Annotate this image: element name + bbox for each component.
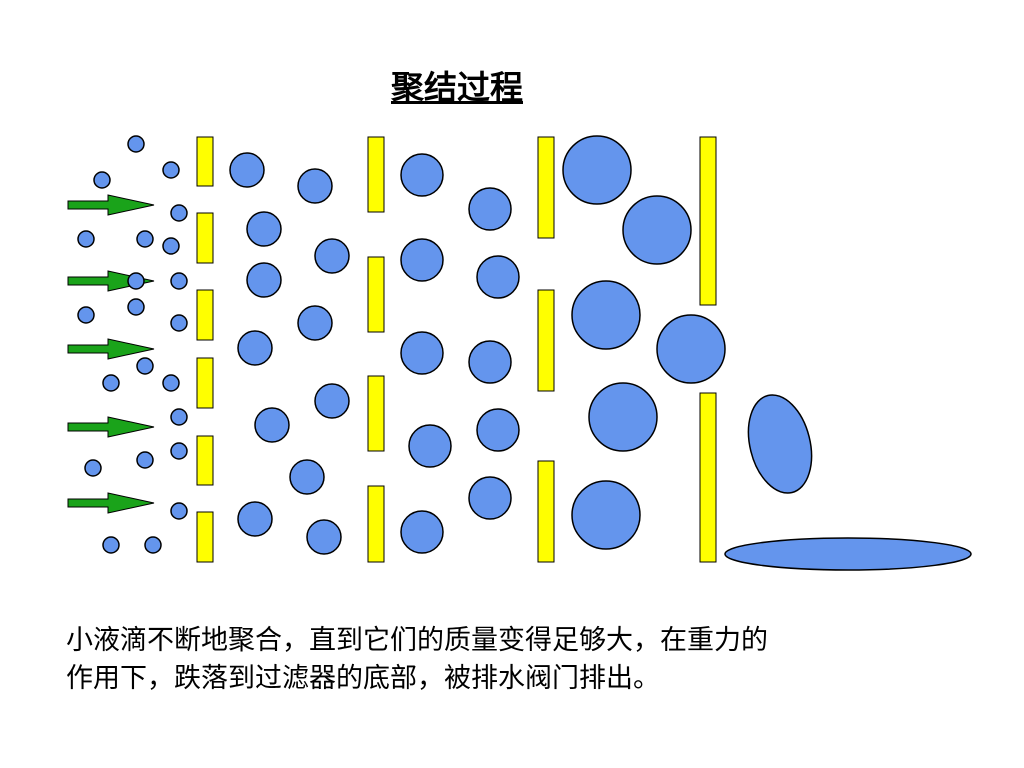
droplet-icon xyxy=(162,237,180,255)
droplet-icon xyxy=(314,383,350,419)
filter-plate xyxy=(537,460,555,563)
droplets xyxy=(77,135,972,571)
diagram-title: 聚结过程 xyxy=(391,68,523,107)
droplet-icon xyxy=(297,305,333,341)
flow-arrow-icon xyxy=(67,194,155,216)
droplet-icon xyxy=(622,195,692,265)
droplet-icon xyxy=(170,408,188,426)
filter-plate xyxy=(367,256,385,333)
filter-plate xyxy=(196,136,214,187)
filter-plate xyxy=(699,392,717,563)
filter-plate xyxy=(196,212,214,264)
droplet-icon xyxy=(170,204,188,222)
droplet-icon xyxy=(468,187,512,231)
droplet-icon xyxy=(84,459,102,477)
droplet-icon xyxy=(468,340,512,384)
droplet-icon xyxy=(400,510,444,554)
droplet-icon xyxy=(297,168,333,204)
droplet-icon xyxy=(314,238,350,274)
droplet-icon xyxy=(127,135,145,153)
filter-plate xyxy=(196,435,214,486)
droplet-icon xyxy=(162,161,180,179)
droplet-icon xyxy=(77,230,95,248)
droplet-icon xyxy=(93,171,111,189)
droplet-icon xyxy=(571,480,641,550)
droplet-icon xyxy=(170,442,188,460)
falling-drop xyxy=(747,394,813,494)
droplet-icon xyxy=(571,280,641,350)
droplet-icon xyxy=(246,262,282,298)
droplet-icon xyxy=(170,314,188,332)
droplet-icon xyxy=(144,536,162,554)
flow-arrow-icon xyxy=(67,338,155,360)
droplet-icon xyxy=(588,382,658,452)
filter-plate xyxy=(537,136,555,239)
collected-liquid xyxy=(724,537,972,571)
caption-line-1: 小液滴不断地聚合，直到它们的质量变得足够大，在重力的 xyxy=(66,625,768,656)
droplet-icon xyxy=(468,476,512,520)
droplet-icon xyxy=(246,211,282,247)
droplet-icon xyxy=(162,374,180,392)
caption-line-2: 作用下，跌落到过滤器的底部，被排水阀门排出。 xyxy=(66,663,660,694)
droplet-icon xyxy=(289,459,325,495)
droplet-icon xyxy=(656,314,726,384)
droplet-icon xyxy=(77,306,95,324)
droplet-icon xyxy=(136,451,154,469)
filter-plate xyxy=(196,511,214,563)
filter-plate xyxy=(196,289,214,341)
caption: 小液滴不断地聚合，直到它们的质量变得足够大，在重力的 作用下，跌落到过滤器的底部… xyxy=(66,622,966,698)
droplet-icon xyxy=(400,331,444,375)
droplet-icon xyxy=(306,519,342,555)
droplet-icon xyxy=(102,536,120,554)
droplet-icon xyxy=(254,407,290,443)
flow-arrow-icon xyxy=(67,492,155,514)
filter-plate xyxy=(196,357,214,409)
droplet-icon xyxy=(476,255,520,299)
droplet-icon xyxy=(136,230,154,248)
droplet-icon xyxy=(170,502,188,520)
flow-arrow-icon xyxy=(67,416,155,438)
filter-plates xyxy=(196,136,717,563)
droplet-icon xyxy=(127,298,145,316)
droplet-icon xyxy=(408,424,452,468)
droplet-icon xyxy=(562,135,632,205)
filter-plate xyxy=(367,375,385,452)
droplet-icon xyxy=(136,357,154,375)
filter-plate xyxy=(699,136,717,306)
filter-plate xyxy=(367,136,385,213)
droplet-icon xyxy=(400,238,444,282)
filter-plate xyxy=(537,289,555,392)
droplet-icon xyxy=(102,374,120,392)
droplet-icon xyxy=(127,272,145,290)
droplet-icon xyxy=(237,501,273,537)
droplet-icon xyxy=(476,408,520,452)
droplet-icon xyxy=(229,152,265,188)
droplet-icon xyxy=(237,330,273,366)
coalescence-diagram xyxy=(67,135,972,571)
droplet-icon xyxy=(400,153,444,197)
filter-plate xyxy=(367,485,385,563)
droplet-icon xyxy=(170,272,188,290)
